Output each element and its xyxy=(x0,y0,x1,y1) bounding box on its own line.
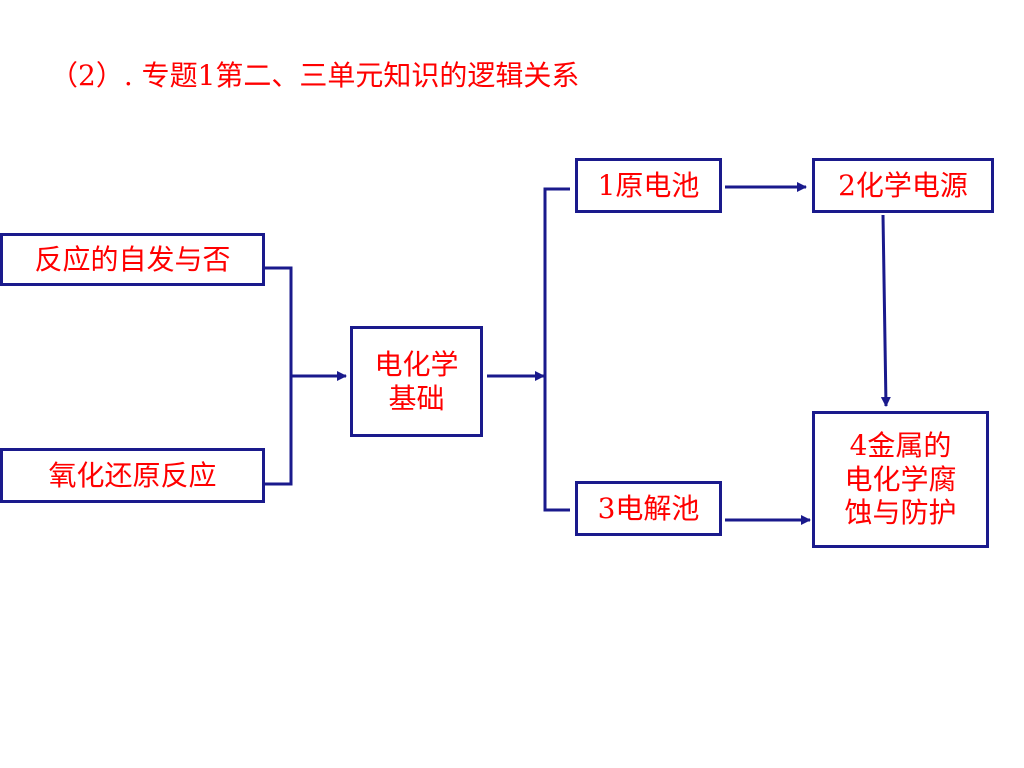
bracket-left xyxy=(265,266,293,486)
node-basics-line2: 基础 xyxy=(388,381,445,415)
node-redox: 氧化还原反应 xyxy=(0,448,265,503)
node-corrosion-line1: 4金属的 xyxy=(849,429,952,463)
node-power-source: 2化学电源 xyxy=(812,158,994,213)
node-galvanic-label: 1原电池 xyxy=(597,168,700,202)
slide-title: （2）. 专题1第二、三单元知识的逻辑关系 xyxy=(50,59,580,92)
node-galvanic-cell: 1原电池 xyxy=(575,158,722,213)
bracket-right xyxy=(543,187,570,512)
node-electrolytic-label: 3电解池 xyxy=(597,491,700,525)
node-electrolytic-cell: 3电解池 xyxy=(575,481,722,536)
node-metal-corrosion: 4金属的 电化学腐 蚀与防护 xyxy=(812,411,989,548)
node-redox-label: 氧化还原反应 xyxy=(48,458,217,492)
node-spontaneity: 反应的自发与否 xyxy=(0,233,265,286)
node-spontaneity-label: 反应的自发与否 xyxy=(34,242,231,276)
node-basics-line1: 电化学 xyxy=(374,347,459,381)
arrow-power-to-corrosion xyxy=(880,214,891,407)
node-electrochem-basics: 电化学 基础 xyxy=(350,326,483,437)
node-corrosion-line3: 蚀与防护 xyxy=(844,496,957,530)
node-corrosion-line2: 电化学腐 xyxy=(844,462,957,496)
node-power-source-label: 2化学电源 xyxy=(838,168,968,202)
